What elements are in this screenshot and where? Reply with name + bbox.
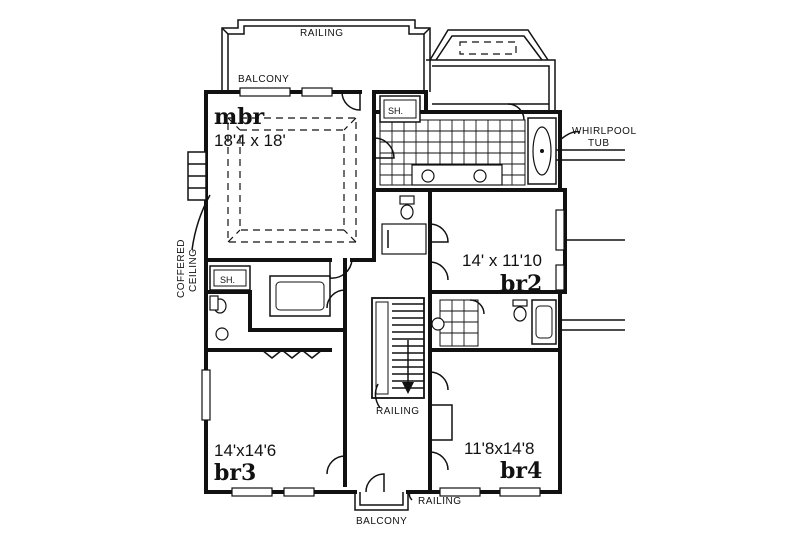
stairwell [371, 297, 425, 399]
tub-label: TUB [588, 138, 610, 149]
br4-name: br4 [500, 458, 542, 484]
top-balcony [221, 19, 431, 92]
bottom-balcony [354, 473, 409, 511]
coffered-ceiling [227, 117, 357, 243]
master-shower: SH. [379, 95, 421, 123]
master-closet [381, 223, 427, 255]
door-swings [326, 91, 525, 475]
bottom-railing-label: RAILING [418, 496, 462, 507]
bath-bay-window [426, 29, 556, 110]
whirlpool-label: WHIRLPOOL [572, 126, 637, 137]
bottom-balcony-label: BALCONY [356, 516, 407, 527]
br4-dims: 11'8x14'8 [464, 439, 534, 458]
windows [201, 87, 565, 497]
stair-railing-label: RAILING [376, 406, 420, 417]
br3-dims: 14'x14'6 [214, 441, 276, 460]
fireplace [187, 151, 207, 201]
top-balcony-label: BALCONY [238, 74, 289, 85]
ceiling-label: CEILING [188, 248, 199, 292]
master-shower-label: SH. [388, 106, 403, 116]
coffered-label: COFFERED [176, 239, 187, 298]
mbr-dims: 18'4 x 18' [214, 131, 286, 150]
br3-shower-label: SH. [220, 275, 235, 285]
master-bath-tile [379, 119, 526, 186]
br3-bath: SH. [209, 265, 331, 341]
hall-bath [431, 299, 557, 347]
leader-arrows [191, 130, 581, 501]
master-toilet [399, 195, 415, 220]
br2-dims: 14' x 11'10 [462, 251, 542, 270]
mbr-name: mbr [214, 104, 265, 130]
br2-name: br2 [500, 271, 542, 297]
br3-closet-doors [261, 349, 323, 359]
whirlpool-tub [527, 117, 557, 185]
top-railing-label: RAILING [300, 28, 344, 39]
br3-name: br3 [214, 460, 256, 486]
roof-lines [556, 149, 625, 331]
